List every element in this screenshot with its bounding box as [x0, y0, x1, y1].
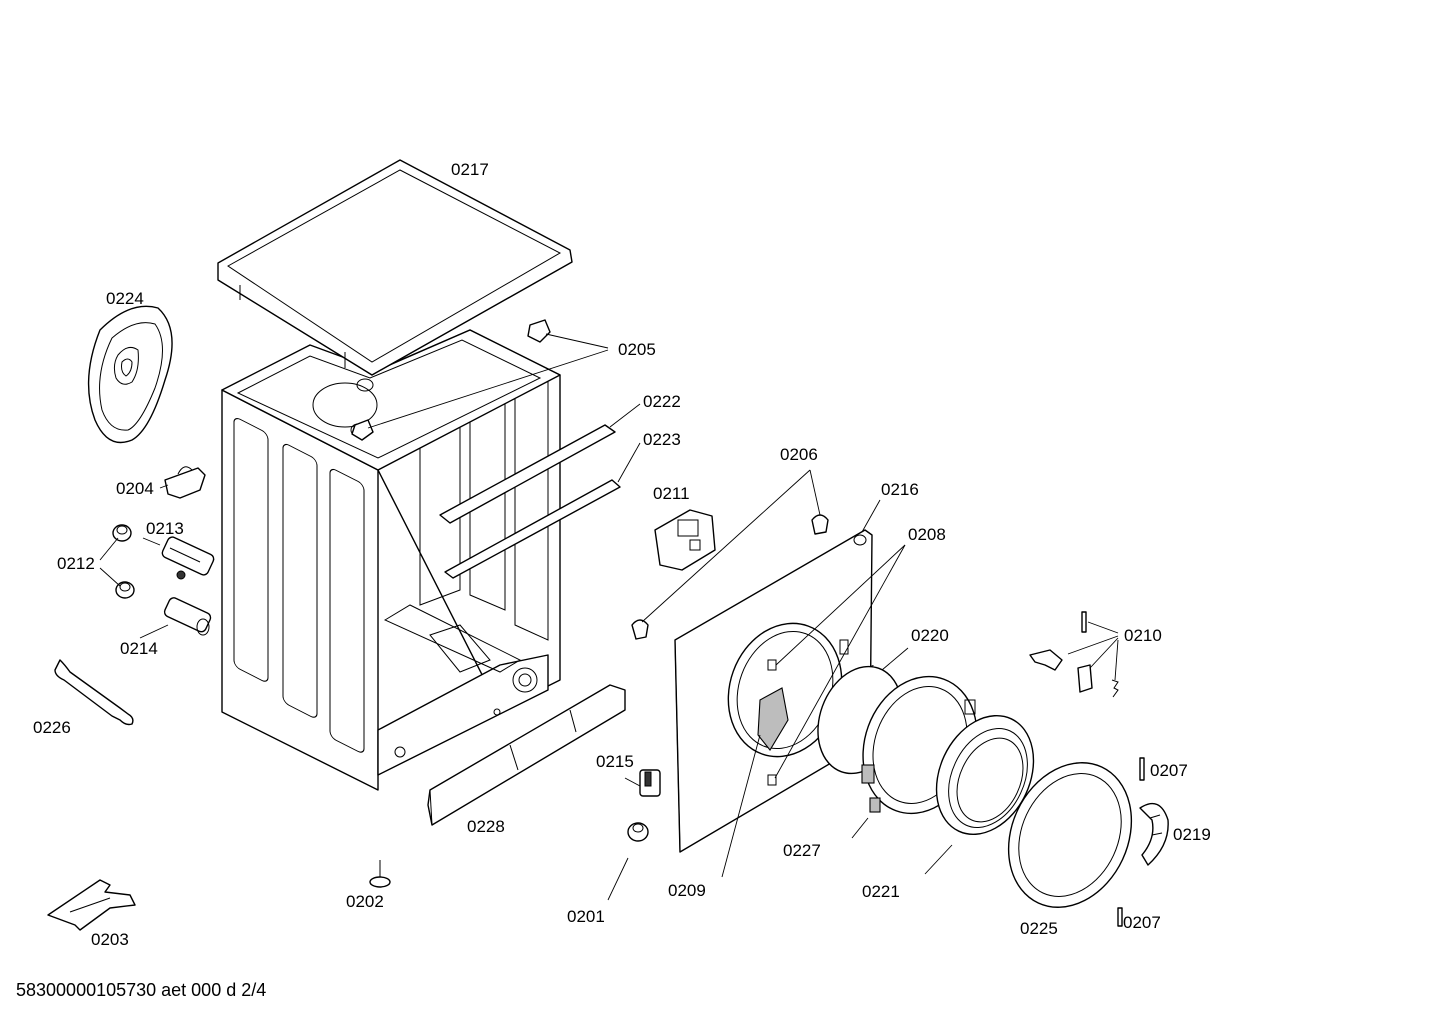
callout-0220: 0220 — [911, 626, 949, 645]
plinth-part — [427, 684, 626, 826]
adjustable-foot-part — [369, 860, 391, 888]
callout-0221: 0221 — [862, 882, 900, 901]
callout-0228: 0228 — [467, 817, 505, 836]
clip-parts — [351, 319, 551, 441]
door-glass-part — [935, 714, 1035, 836]
callout-0226: 0226 — [33, 718, 71, 737]
hinge-pins — [1117, 757, 1145, 927]
leader-lines — [99, 333, 1119, 901]
part-callouts: 0217 0224 0205 0222 0223 0206 0216 0211 … — [33, 160, 1211, 949]
transport-bracket-part — [47, 879, 136, 931]
callout-0204: 0204 — [116, 479, 154, 498]
callout-0219: 0219 — [1173, 825, 1211, 844]
small-clip-parts — [627, 514, 829, 842]
callout-0206: 0206 — [780, 445, 818, 464]
hinge-part — [1139, 802, 1169, 866]
door-hook-parts — [1029, 611, 1119, 698]
callout-0222: 0222 — [643, 392, 681, 411]
callout-0205: 0205 — [618, 340, 656, 359]
callout-0212: 0212 — [57, 554, 95, 573]
cross-rails — [439, 424, 621, 579]
callout-0213: 0213 — [146, 519, 184, 538]
callout-0217: 0217 — [451, 160, 489, 179]
callout-0216: 0216 — [881, 480, 919, 499]
cabinet-housing — [221, 329, 561, 791]
damper-caps — [112, 524, 135, 599]
callout-0225: 0225 — [1020, 919, 1058, 938]
drawing-reference-number: 58300000105730 aet 000 d 2/4 — [16, 980, 267, 1000]
callout-0214: 0214 — [120, 639, 158, 658]
callout-0223: 0223 — [643, 430, 681, 449]
rear-cover-part — [87, 305, 173, 444]
door-lock-part — [654, 509, 716, 571]
callout-0207-top: 0207 — [1150, 761, 1188, 780]
callout-0215: 0215 — [596, 752, 634, 771]
callout-0227: 0227 — [783, 841, 821, 860]
front-panel-part — [674, 529, 873, 853]
callout-0211: 0211 — [653, 484, 690, 503]
door-ring-part — [1007, 762, 1133, 908]
callout-0207-bottom: 0207 — [1123, 913, 1161, 932]
shock-absorber-parts — [161, 536, 215, 636]
callout-0208: 0208 — [908, 525, 946, 544]
hose-clip-part — [164, 466, 206, 499]
callout-0210: 0210 — [1124, 626, 1162, 645]
worktop-part — [217, 159, 573, 376]
callout-0203: 0203 — [91, 930, 129, 949]
callout-0224: 0224 — [106, 289, 144, 308]
callout-0202: 0202 — [346, 892, 384, 911]
callout-0209: 0209 — [668, 881, 706, 900]
spanner-tool — [54, 659, 134, 726]
callout-0201: 0201 — [567, 907, 605, 926]
